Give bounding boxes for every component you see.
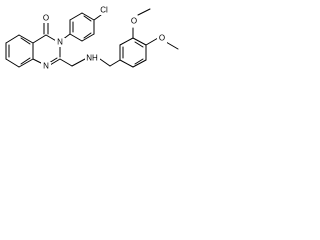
amine-nh-label: NH: [86, 54, 98, 63]
nitrogen-atom-label: N: [57, 38, 63, 47]
dimethoxyphenyl-ring: [119, 8, 179, 68]
oxygen-atom-label: O: [43, 14, 49, 23]
chemical-structure-diagram: O N N Cl NH O O: [5, 6, 179, 71]
methoxy-oxygen-label: O: [131, 17, 137, 26]
methoxy-oxygen-label: O: [159, 34, 165, 43]
amine-linker: [59, 58, 121, 67]
chlorine-atom-label: Cl: [100, 6, 108, 15]
nitrogen-atom-label: N: [43, 62, 49, 71]
benzo-ring: [5, 34, 34, 68]
atom-labels: O N N Cl NH O O: [41, 6, 167, 71]
chlorophenyl-ring: [61, 12, 102, 42]
